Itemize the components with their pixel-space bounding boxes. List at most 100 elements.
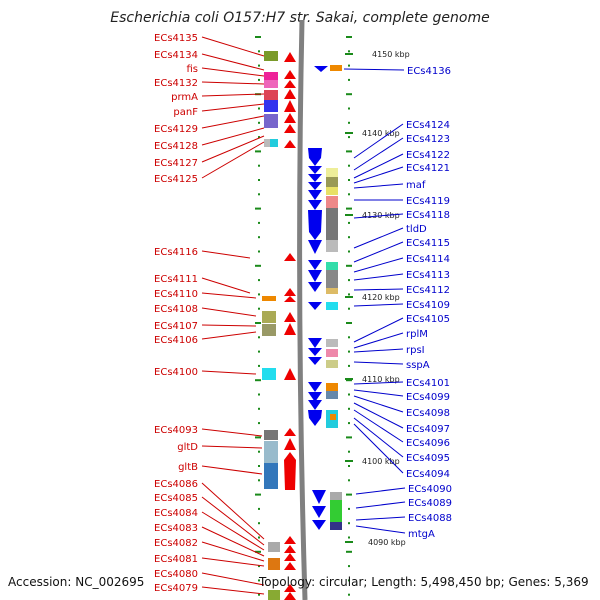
gene-box-forward: [264, 139, 270, 147]
right-gene-label: ECs4098: [406, 408, 450, 419]
right-label-connector: [355, 487, 406, 495]
tick-mark-right: [348, 465, 350, 467]
right-label-connector: [353, 395, 404, 413]
left-label-connector: [201, 81, 265, 85]
left-gene-label: ECs4110: [154, 289, 198, 300]
right-label-connector: [343, 68, 405, 71]
left-label-connector: [201, 496, 265, 546]
reverse-gene-arrow: [308, 410, 322, 426]
gene-features: [262, 51, 342, 600]
right-gene-label: mtgA: [408, 529, 435, 540]
tick-mark-left: [258, 364, 260, 367]
kbp-tick: [345, 53, 353, 55]
tick-mark-left: [258, 136, 260, 139]
left-gene-label: ECs4108: [154, 304, 198, 315]
gene-box-forward: [264, 80, 278, 88]
right-label-connector: [353, 423, 404, 474]
gene-box-forward: [262, 296, 276, 301]
tick-mark-left: [258, 121, 260, 124]
kbp-label: 4140 kbp: [362, 129, 400, 138]
forward-gene-arrow: [284, 545, 296, 553]
left-gene-label: ECs4132: [154, 78, 198, 89]
reverse-gene-arrow: [308, 357, 322, 365]
left-label-connector: [201, 428, 263, 437]
gene-box-reverse: [326, 383, 338, 391]
right-label-connector: [353, 389, 404, 397]
reverse-gene-arrow: [308, 182, 322, 190]
right-gene-label: ECs4112: [406, 285, 450, 296]
left-label-connector: [201, 135, 265, 163]
topology-text: Topology: circular; Length: 5,498,450 bp…: [259, 575, 589, 589]
right-gene-label: maf: [406, 180, 426, 191]
tick-mark-left: [255, 36, 261, 38]
tick-mark-left: [258, 179, 260, 181]
tick-mark-left: [258, 450, 260, 453]
accession-text: Accession: NC_002695: [8, 575, 145, 589]
reverse-gene-arrow: [308, 200, 322, 210]
left-gene-label: gltD: [177, 442, 198, 453]
forward-gene-arrow: [284, 253, 296, 261]
tick-mark-right: [348, 136, 350, 139]
tick-mark-right: [346, 322, 352, 324]
reverse-gene-arrow: [308, 210, 322, 240]
right-gene-label: ECs4088: [408, 513, 452, 524]
forward-gene-arrow: [284, 70, 296, 79]
left-gene-label: ECs4134: [154, 50, 198, 61]
forward-gene-arrow: [284, 113, 296, 123]
gene-box-reverse: [330, 522, 342, 530]
left-label-connector: [201, 526, 265, 557]
reverse-gene-arrow: [308, 270, 322, 282]
label-connectors: [201, 36, 406, 595]
tick-mark-left: [258, 579, 260, 582]
left-gene-label: ECs4127: [154, 158, 198, 169]
kbp-tick: [345, 541, 353, 543]
forward-gene-arrow: [284, 452, 296, 490]
tick-mark-left: [258, 107, 260, 110]
right-label-connector: [353, 417, 404, 458]
right-gene-label: ECs4124: [406, 120, 450, 131]
tick-mark-right: [348, 307, 350, 310]
right-label-connector: [353, 317, 404, 343]
left-label-connector: [201, 53, 265, 71]
tick-mark-right: [348, 450, 350, 453]
tick-mark-left: [255, 436, 261, 439]
kbp-label: 4150 kbp: [372, 50, 410, 59]
gene-box-forward: [262, 324, 276, 336]
gene-box-reverse: [326, 168, 338, 177]
right-label-connector: [355, 501, 406, 509]
reverse-gene-arrow: [312, 490, 326, 504]
right-gene-label: ECs4115: [406, 238, 450, 249]
gene-box-reverse: [326, 262, 338, 270]
tick-mark-right: [348, 393, 350, 396]
right-gene-label: ECs4094: [406, 469, 450, 480]
tick-mark-right: [346, 207, 352, 210]
tick-mark-left: [255, 493, 261, 496]
tick-mark-right: [348, 179, 350, 181]
right-label-connector: [355, 525, 406, 534]
left-label-connector: [201, 586, 265, 595]
left-gene-label: ECs4129: [154, 124, 198, 135]
right-label-connector: [353, 137, 404, 171]
tick-mark-right: [348, 479, 350, 482]
left-gene-label: ECs4083: [154, 523, 198, 534]
tick-mark-right: [348, 279, 350, 282]
tick-mark-right: [348, 522, 350, 525]
left-label-connector: [201, 307, 257, 317]
tick-mark-right: [346, 379, 352, 382]
forward-gene-arrow: [284, 52, 296, 62]
tick-mark-left: [258, 193, 260, 196]
right-label-connector: [353, 166, 404, 184]
reverse-gene-arrow: [308, 174, 322, 182]
kbp-label: 4120 kbp: [362, 293, 400, 302]
tick-mark-right: [348, 593, 350, 596]
right-label-connector: [353, 153, 404, 179]
tick-mark-left: [258, 236, 260, 239]
right-gene-label: ECs4095: [406, 453, 450, 464]
gene-box-reverse: [330, 414, 336, 420]
tick-mark-right: [348, 250, 350, 253]
left-label-connector: [201, 67, 265, 77]
tick-mark-right: [346, 493, 352, 496]
gene-box-reverse: [326, 288, 338, 294]
